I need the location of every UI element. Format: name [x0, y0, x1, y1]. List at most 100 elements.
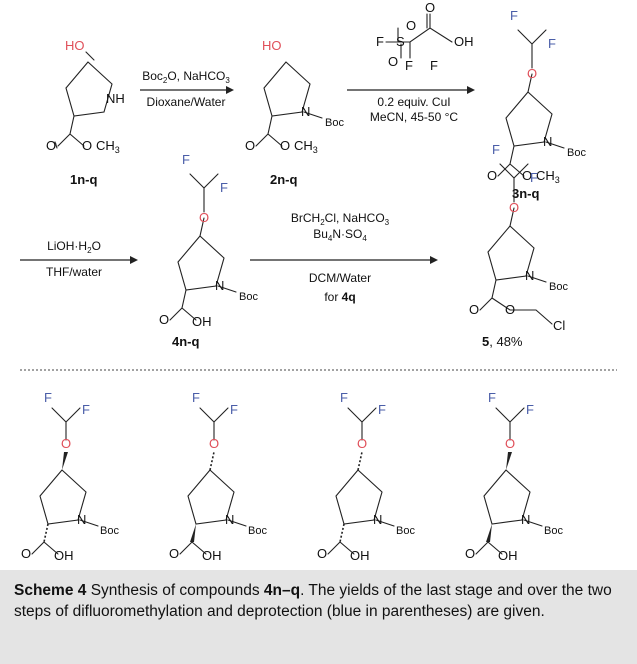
atom-boc: Boc	[544, 525, 563, 537]
product-4n	[31, 407, 99, 555]
atom-o: O	[21, 546, 31, 561]
bond-chf2	[495, 407, 525, 441]
compound-label-2: 2n-q	[270, 172, 298, 187]
atom-f: F	[82, 402, 90, 417]
atom-ho: HO	[65, 38, 85, 53]
bond-boc	[79, 519, 99, 527]
caption-scheme-label: Scheme 4	[14, 582, 87, 599]
atom-o: O	[159, 312, 169, 327]
caption-compound-range: 4n–q	[263, 582, 301, 599]
compound-3n-q	[497, 29, 565, 177]
figure-caption: Scheme 4 Synthesis of compounds 4n–q. Th…	[0, 570, 637, 664]
bond-boc	[375, 519, 395, 527]
atom-oh: OH	[54, 548, 74, 563]
atom-o: O	[245, 138, 255, 153]
pyrrolidine-ring	[39, 469, 87, 525]
atom-f: F	[405, 58, 413, 73]
atom-oh: OH	[202, 548, 222, 563]
atom-f: F	[192, 390, 200, 405]
atom-f: F	[430, 58, 438, 73]
atom-o: O	[522, 168, 532, 183]
atom-o: O	[61, 436, 71, 451]
atom-oh: OH	[192, 314, 212, 329]
atom-o: O	[406, 18, 416, 33]
atom-f: F	[510, 8, 518, 23]
atom-ch3: CH3	[536, 168, 560, 185]
arrow-head-1	[226, 86, 234, 94]
atom-boc: Boc	[549, 281, 568, 293]
atom-o: O	[82, 138, 92, 153]
condition-step4-catalyst: Bu4N·SO4	[313, 227, 367, 243]
atom-o: O	[209, 436, 219, 451]
atom-n: N	[543, 134, 552, 149]
wedge-bond	[190, 524, 196, 542]
condition-step4-reagents: BrCH2Cl, NaHCO3	[291, 211, 390, 227]
atom-f: F	[530, 170, 538, 185]
atom-o: O	[46, 138, 56, 153]
atom-ho: HO	[262, 38, 282, 53]
atom-o: O	[505, 302, 515, 317]
atom-f: F	[376, 34, 384, 49]
atom-f: F	[44, 390, 52, 405]
atom-boc: Boc	[567, 147, 586, 159]
hashed-bond	[43, 523, 49, 543]
atom-boc: Boc	[100, 525, 119, 537]
atom-ch3: CH3	[294, 138, 318, 155]
atom-n: N	[521, 512, 530, 527]
condition-step4-solvent: DCM/Water	[309, 271, 371, 285]
pyrrolidine-ring	[187, 469, 235, 525]
atom-f: F	[340, 390, 348, 405]
arrow-head-2	[467, 86, 475, 94]
hashed-bond	[357, 451, 363, 471]
arrow-head-3	[130, 256, 138, 264]
atom-o: O	[487, 168, 497, 183]
bond-chf2	[347, 407, 377, 441]
hashed-bond	[209, 451, 215, 471]
product-4o	[179, 407, 247, 555]
atom-o: O	[317, 546, 327, 561]
atom-boc: Boc	[248, 525, 267, 537]
atom-o: O	[199, 210, 209, 225]
atom-n: N	[77, 512, 86, 527]
atom-n: N	[373, 512, 382, 527]
bond-boc	[227, 519, 247, 527]
atom-f: F	[548, 36, 556, 51]
condition-step4-note: for 4q	[324, 290, 355, 304]
caption-text-start: Synthesis of compounds	[86, 582, 264, 599]
reagent-fso2cf2cooh	[385, 13, 453, 59]
condition-step2-solvent: MeCN, 45-50 °C	[370, 110, 458, 124]
compound-2n-q	[255, 61, 323, 147]
condition-step1-solvent: Dioxane/Water	[147, 95, 226, 109]
atom-oh: OH	[498, 548, 518, 563]
pyrrolidine-ring	[335, 469, 383, 525]
condition-step1-reagents: Boc2O, NaHCO3	[142, 69, 230, 85]
atom-f: F	[492, 142, 500, 157]
atom-n: N	[215, 278, 224, 293]
pyrrolidine-ring	[483, 469, 531, 525]
atom-o: O	[527, 66, 537, 81]
atom-boc: Boc	[325, 117, 344, 129]
atom-boc: Boc	[239, 291, 258, 303]
atom-o: O	[388, 54, 398, 69]
wedge-bond	[62, 452, 68, 470]
atom-n: N	[301, 104, 310, 119]
bond-carboxyl	[179, 541, 207, 555]
compound-1n-q	[54, 51, 113, 149]
atom-f: F	[378, 402, 386, 417]
bond-chf2	[199, 407, 229, 441]
atom-o: O	[280, 138, 290, 153]
atom-f: F	[488, 390, 496, 405]
atom-f: F	[182, 152, 190, 167]
atom-o: O	[465, 546, 475, 561]
atom-o: O	[357, 436, 367, 451]
condition-step3-solvent: THF/water	[46, 265, 102, 279]
condition-step3-reagents: LiOH·H2O	[47, 239, 101, 255]
atom-o: O	[425, 0, 435, 15]
bond-boc	[523, 519, 543, 527]
atom-f: F	[526, 402, 534, 417]
atom-cl: Cl	[553, 318, 565, 333]
compound-5	[479, 163, 553, 325]
hashed-bond	[339, 523, 345, 543]
